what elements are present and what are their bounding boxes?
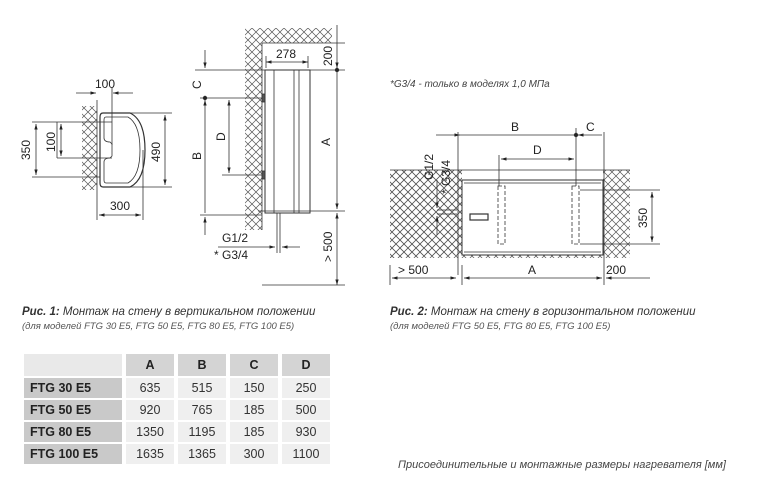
fig1-caption: Рис. 1: Монтаж на стену в вертикальном п… bbox=[22, 306, 315, 318]
dim-clearance-500: > 500 bbox=[321, 231, 335, 262]
h-pipe-g34: * G3/4 bbox=[439, 160, 453, 194]
fig2-caption-text: Монтаж на стену в горизонтальном положен… bbox=[430, 306, 696, 318]
fig2-caption-prefix: Рис. 2: bbox=[390, 306, 428, 318]
dim-top-100: 100 bbox=[95, 77, 115, 91]
vertical-mount-diagram bbox=[195, 25, 345, 286]
dim-300: 300 bbox=[110, 199, 130, 213]
table-row: FTG 30 E5 635 515 150 250 bbox=[24, 378, 330, 398]
cell: 930 bbox=[282, 422, 330, 442]
cell: 1195 bbox=[178, 422, 226, 442]
dim-100: 100 bbox=[44, 132, 58, 152]
cell: 515 bbox=[178, 378, 226, 398]
h-label-a: A bbox=[528, 263, 536, 277]
model-name: FTG 80 E5 bbox=[24, 422, 122, 442]
cell: 635 bbox=[126, 378, 174, 398]
cell: 765 bbox=[178, 400, 226, 420]
table-row: FTG 100 E5 1635 1365 300 1100 bbox=[24, 444, 330, 464]
h-label-d: D bbox=[533, 143, 542, 157]
label-d: D bbox=[214, 132, 228, 141]
h-dim-200: 200 bbox=[606, 263, 626, 277]
model-name: FTG 50 E5 bbox=[24, 400, 122, 420]
label-a: A bbox=[319, 138, 333, 146]
pipe-g12: G1/2 bbox=[222, 231, 248, 245]
table-row: FTG 50 E5 920 765 185 500 bbox=[24, 400, 330, 420]
dim-278: 278 bbox=[276, 47, 296, 61]
model-name: FTG 30 E5 bbox=[24, 378, 122, 398]
fig2-subcaption: (для моделей FTG 50 E5, FTG 80 E5, FTG 1… bbox=[390, 321, 611, 332]
header-d: D bbox=[282, 354, 330, 376]
fig2-caption: Рис. 2: Монтаж на стену в горизонтальном… bbox=[390, 306, 696, 318]
label-b: B bbox=[190, 152, 204, 160]
pipe-g34: * G3/4 bbox=[214, 248, 248, 262]
dimensions-table: A B C D FTG 30 E5 635 515 150 250 FTG 50… bbox=[20, 352, 334, 466]
table-corner bbox=[24, 354, 122, 376]
cell: 150 bbox=[230, 378, 278, 398]
header-b: B bbox=[178, 354, 226, 376]
cell: 1350 bbox=[126, 422, 174, 442]
fig1-caption-text: Монтаж на стену в вертикальном положении bbox=[62, 306, 316, 318]
cell: 250 bbox=[282, 378, 330, 398]
cell: 185 bbox=[230, 400, 278, 420]
h-pipe-g12: G1/2 bbox=[422, 154, 436, 180]
table-row: FTG 80 E5 1350 1195 185 930 bbox=[24, 422, 330, 442]
horizontal-mount-diagram bbox=[389, 128, 660, 285]
cell: 500 bbox=[282, 400, 330, 420]
h-label-b: B bbox=[511, 120, 519, 134]
table-header-row: A B C D bbox=[24, 354, 330, 376]
fig1-subcaption: (для моделей FTG 30 E5, FTG 50 E5, FTG 8… bbox=[22, 321, 295, 332]
cell: 1635 bbox=[126, 444, 174, 464]
g34-note: *G3/4 - только в моделях 1,0 МПа bbox=[390, 79, 550, 90]
cell: 300 bbox=[230, 444, 278, 464]
table-caption: Присоединительные и монтажные размеры на… bbox=[398, 459, 726, 471]
cell: 185 bbox=[230, 422, 278, 442]
top-view-diagram bbox=[32, 88, 172, 220]
dim-200: 200 bbox=[321, 46, 335, 66]
cell: 1100 bbox=[282, 444, 330, 464]
h-label-c: C bbox=[586, 120, 595, 134]
h-dim-clearance-500: > 500 bbox=[398, 263, 429, 277]
dim-490: 490 bbox=[149, 142, 163, 162]
cell: 920 bbox=[126, 400, 174, 420]
header-a: A bbox=[126, 354, 174, 376]
header-c: C bbox=[230, 354, 278, 376]
label-c: C bbox=[190, 80, 204, 89]
fig1-caption-prefix: Рис. 1: bbox=[22, 306, 60, 318]
cell: 1365 bbox=[178, 444, 226, 464]
dim-350: 350 bbox=[19, 140, 33, 160]
model-name: FTG 100 E5 bbox=[24, 444, 122, 464]
h-dim-350: 350 bbox=[636, 208, 650, 228]
